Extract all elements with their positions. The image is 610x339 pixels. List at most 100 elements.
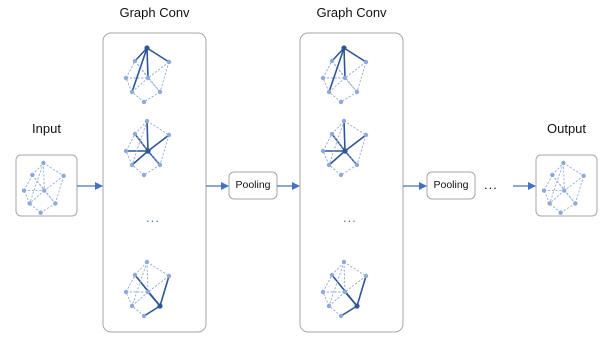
graph-edge [343, 261, 346, 293]
graph-node [581, 173, 586, 179]
graph-node [157, 162, 163, 168]
graph-node [338, 313, 344, 319]
graph-node [342, 75, 348, 81]
graph-node [363, 132, 369, 138]
graph-node [129, 303, 135, 309]
graph-edge [574, 175, 585, 204]
graph-node [363, 59, 369, 65]
stack-ellipsis-2: ... [343, 210, 357, 225]
graph-edge-active [343, 120, 346, 152]
output-box [535, 154, 598, 217]
graph-edge-active [340, 305, 358, 317]
graph-edge-active [146, 120, 149, 152]
graph-edge [125, 150, 133, 166]
conv1-graph-bottom [123, 259, 172, 319]
graph-edge-active [343, 47, 367, 63]
graph-edge-active [331, 47, 345, 62]
graph-edge-active [146, 47, 170, 63]
graph-edge [560, 203, 576, 214]
graph-node [329, 58, 335, 64]
graph-edge [131, 91, 145, 103]
graph-edge [29, 162, 44, 204]
graph-node [338, 172, 344, 178]
graph-node [132, 131, 138, 137]
graph-node [354, 89, 360, 95]
graph-node [144, 118, 150, 124]
graph-node [354, 162, 360, 168]
graph-edge [564, 175, 584, 191]
graph-edge-active [134, 133, 149, 152]
graph-conv-box-1 [102, 32, 207, 333]
conv1-graph-middle [123, 118, 172, 178]
conv2-graph-middle [320, 118, 369, 178]
graph-node [42, 188, 47, 193]
graph-edge [134, 120, 148, 135]
graph-edge [328, 305, 342, 317]
graph-edge [552, 162, 564, 176]
graph-node [547, 201, 552, 206]
graph-edge [23, 190, 31, 204]
graph-node-center [144, 45, 150, 51]
graph-node [320, 148, 326, 154]
graph-edge [343, 120, 367, 136]
output-label: Output [546, 121, 587, 136]
graph-edge [328, 261, 345, 307]
graph-edge [322, 150, 330, 166]
graph-edge [343, 261, 367, 277]
graph-node [144, 259, 150, 265]
graph-edge [549, 162, 564, 204]
graph-conv-title-1: Graph Conv [119, 5, 190, 20]
graph-edge [42, 162, 45, 191]
conv2-graph-bottom [320, 259, 369, 319]
graph-edge [131, 164, 145, 176]
input-box [15, 154, 78, 217]
graph-edge [356, 134, 367, 166]
graph-edge [131, 261, 148, 307]
graph-edge [23, 174, 33, 191]
graph-edge [29, 203, 41, 214]
graph-node [141, 172, 147, 178]
graph-edge-active [328, 150, 346, 166]
graph-edge [552, 174, 576, 204]
more-layers-ellipsis: ... [484, 177, 498, 192]
graph-edge [147, 275, 170, 293]
graph-node [326, 303, 332, 309]
graph-edge-active [356, 275, 367, 307]
graph-node [123, 289, 129, 295]
graph-edge-active [344, 134, 367, 152]
graph-edge [32, 162, 44, 176]
graph-node [541, 188, 547, 193]
conv2-graph-top [320, 45, 369, 105]
graph-edge [322, 291, 330, 307]
graph-node [61, 173, 66, 179]
graph-node [129, 162, 135, 168]
graph-node [550, 172, 555, 178]
graph-edge [344, 275, 367, 293]
graph-edge [543, 174, 553, 191]
graph-edge-active [131, 150, 149, 166]
graph-edge [356, 61, 367, 93]
graph-node [329, 131, 335, 137]
graph-edge [43, 162, 64, 177]
graph-node [123, 75, 129, 81]
graph-node [132, 272, 138, 278]
stack-ellipsis-1: ... [146, 210, 160, 225]
graph-edge [563, 162, 584, 177]
graph-node [129, 89, 135, 95]
graph-node [166, 132, 172, 138]
graph-edge [40, 203, 56, 214]
graph-conv-box-2 [299, 32, 404, 333]
graph-edge [322, 77, 330, 93]
graph-node [341, 118, 347, 124]
graph-node [326, 162, 332, 168]
graph-edge [54, 175, 65, 204]
graph-edge [125, 274, 136, 293]
graph-edge-active [159, 275, 170, 307]
graph-node [363, 273, 369, 279]
graph-node-center [157, 303, 163, 309]
graph-edge-active [134, 47, 148, 62]
conv1-graph-top [123, 45, 172, 105]
graph-conv-title-2: Graph Conv [316, 5, 387, 20]
graph-node [145, 75, 151, 81]
